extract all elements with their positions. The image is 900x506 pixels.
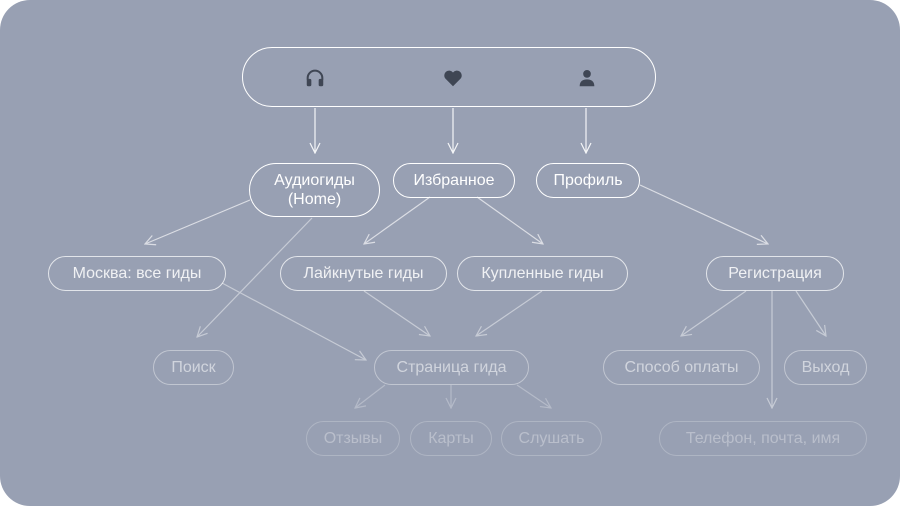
arrow-guidepage-to-reviews: [355, 384, 386, 408]
node-bought-guides-label: Купленные гиды: [481, 265, 604, 282]
arrow-favorites-to-liked: [364, 196, 431, 244]
node-favorites-label: Избранное: [413, 172, 495, 189]
node-search-label: Поиск: [171, 359, 216, 376]
node-reviews-label: Отзывы: [323, 430, 383, 447]
arrow-bought-to-guidepage: [476, 290, 543, 336]
node-payment-method: Способ оплаты: [603, 350, 760, 385]
arrow-favorites-to-bought: [476, 196, 543, 244]
node-profile-label: Профиль: [553, 172, 623, 189]
heart-icon[interactable]: [442, 67, 464, 89]
node-audioguides: Аудиогиды (Home): [249, 163, 380, 217]
node-audioguides-label: Аудиогиды (Home): [274, 172, 355, 208]
arrow-guidepage-to-listen: [516, 384, 551, 408]
node-favorites: Избранное: [393, 163, 515, 198]
node-logout: Выход: [784, 350, 867, 385]
user-icon[interactable]: [576, 67, 598, 89]
node-listen: Слушать: [501, 421, 602, 456]
node-moscow-guides-label: Москва: все гиды: [72, 265, 202, 282]
node-maps-label: Карты: [428, 430, 474, 447]
node-moscow-guides: Москва: все гиды: [48, 256, 226, 291]
arrow-liked-to-guidepage: [363, 290, 430, 336]
node-guide-page-label: Страница гида: [396, 359, 507, 376]
node-registration-label: Регистрация: [728, 265, 822, 282]
node-bought-guides: Купленные гиды: [457, 256, 628, 291]
arrow-profile-to-registration: [639, 184, 768, 244]
app-navbar: [242, 47, 656, 107]
node-contact-info-label: Телефон, почта, имя: [685, 430, 841, 447]
node-contact-info: Телефон, почта, имя: [659, 421, 867, 456]
arrow-audioguides-to-moscow: [145, 199, 251, 244]
node-listen-label: Слушать: [518, 430, 585, 447]
arrow-moscow-to-guidepage: [221, 282, 366, 360]
node-payment-method-label: Способ оплаты: [624, 359, 739, 376]
node-guide-page: Страница гида: [374, 350, 529, 385]
node-maps: Карты: [410, 421, 492, 456]
node-search: Поиск: [153, 350, 234, 385]
headphones-icon[interactable]: [304, 67, 326, 89]
node-logout-label: Выход: [801, 359, 850, 376]
arrow-registration-to-payment: [681, 290, 747, 336]
arrow-audioguides-to-search: [197, 217, 313, 337]
node-liked-guides: Лайкнутые гиды: [280, 256, 447, 291]
node-registration: Регистрация: [706, 256, 844, 291]
node-liked-guides-label: Лайкнутые гиды: [303, 265, 424, 282]
node-profile: Профиль: [536, 163, 640, 198]
node-reviews: Отзывы: [306, 421, 400, 456]
arrow-registration-to-logout: [795, 290, 826, 336]
